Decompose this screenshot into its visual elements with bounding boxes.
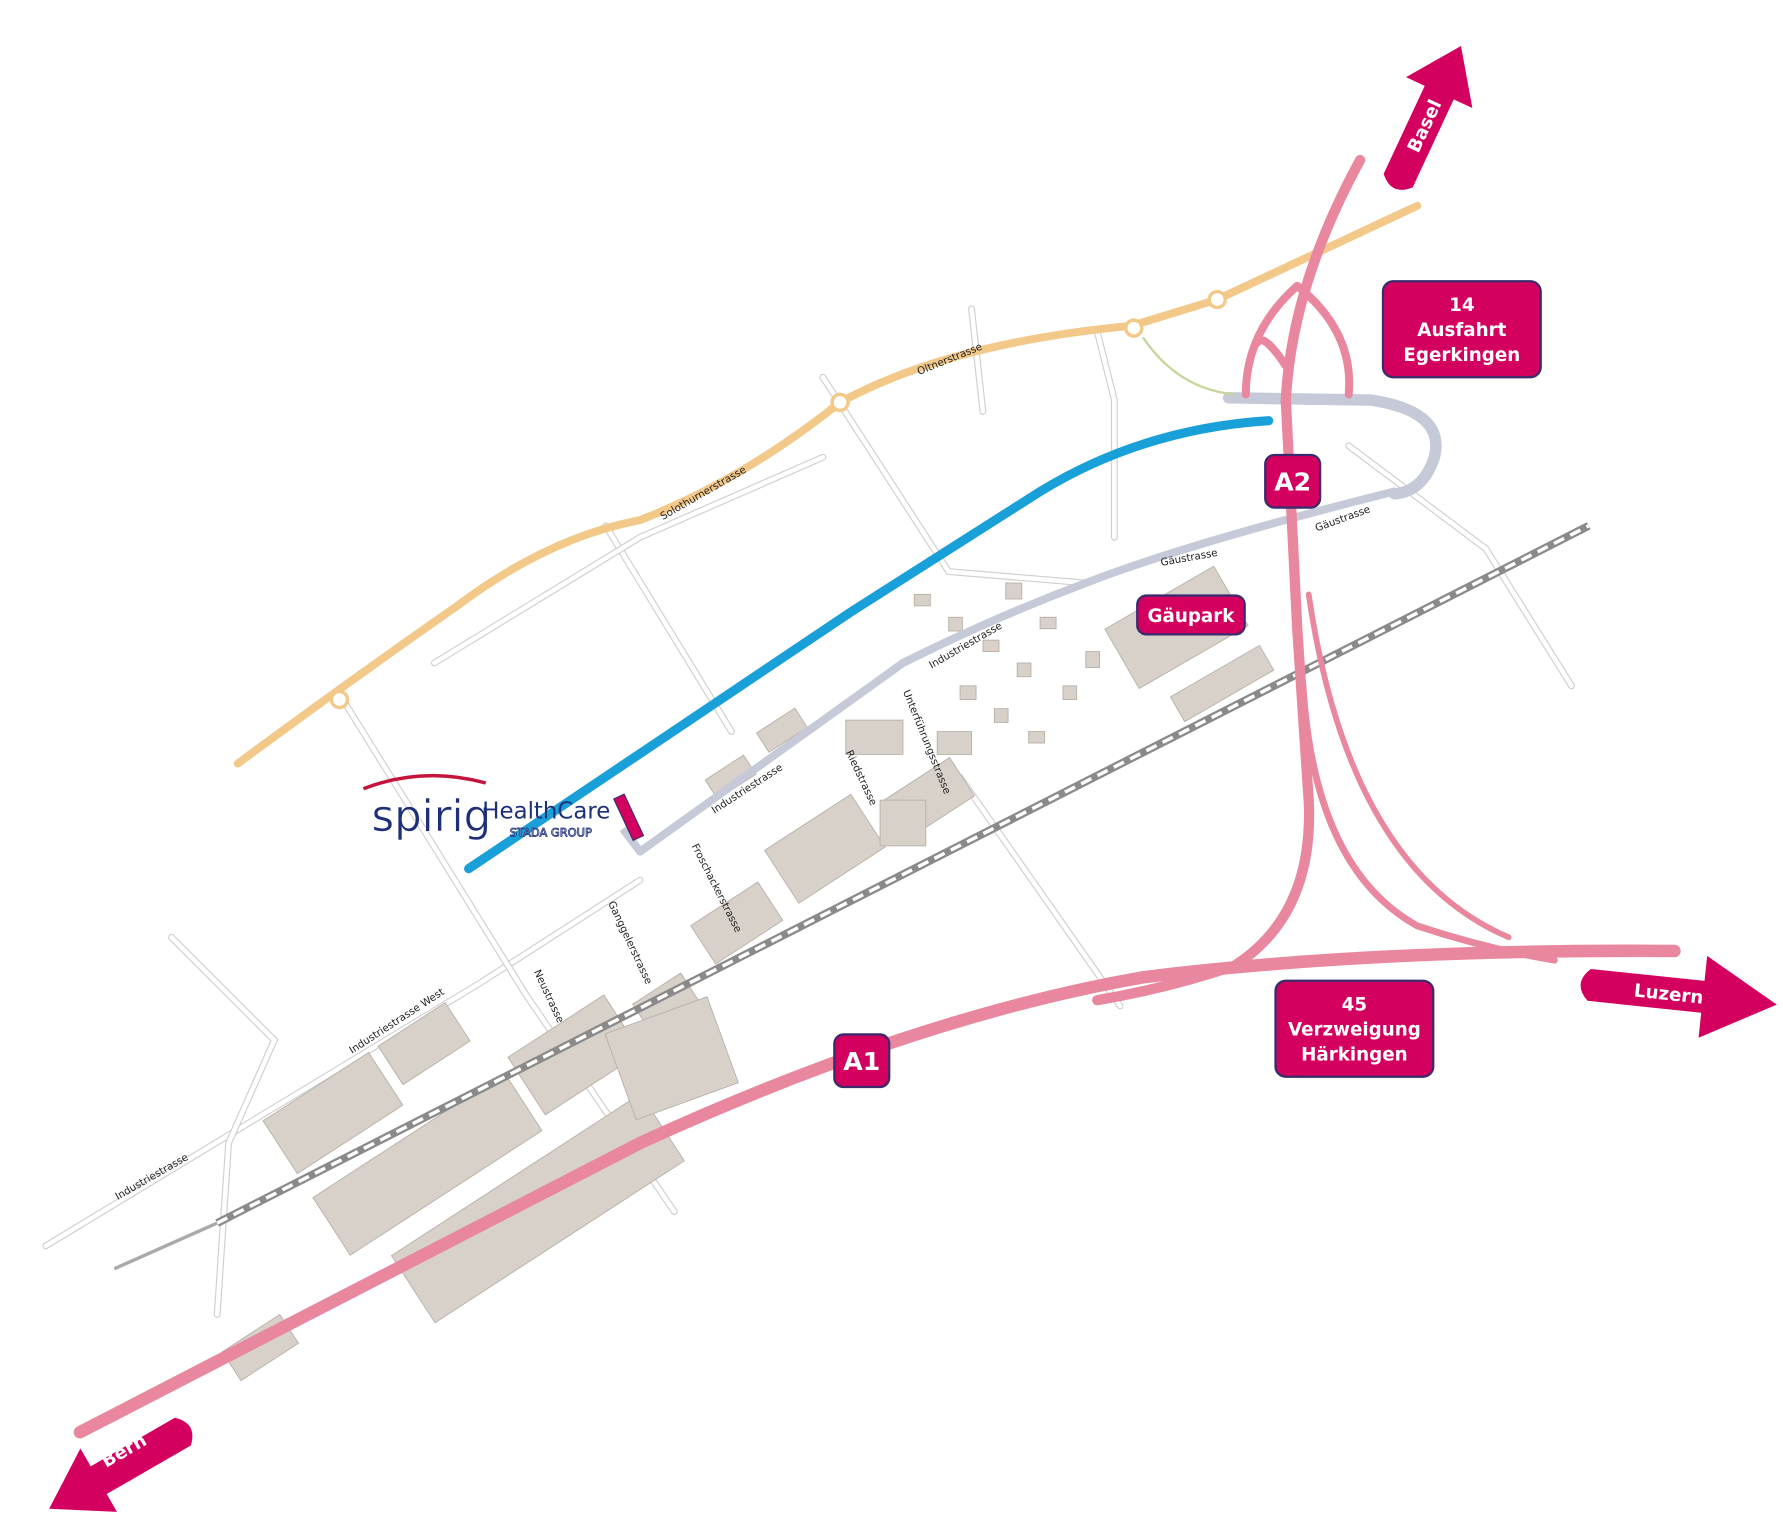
arrow-luzern: Luzern (1580, 955, 1777, 1038)
secondary-roads (619, 336, 1442, 856)
arrow-basel: Basel (1383, 45, 1473, 190)
label-industriestrasse-3: Industriestrasse (113, 1151, 190, 1203)
junction-line1: Verzweigung (1288, 1020, 1421, 1041)
junction-haerkingen-box: 45 Verzweigung Härkingen (1274, 979, 1435, 1078)
a2-shield: A2 (1264, 453, 1322, 509)
blue-route (464, 416, 1274, 874)
highways (73, 154, 1681, 1439)
railway (113, 522, 1591, 1271)
logo-product: HealthCare (482, 798, 610, 824)
logo-brand: spirig (371, 792, 491, 842)
main-road-solothurnerstrasse (233, 201, 1422, 768)
village-buildings (845, 582, 1100, 847)
logo-group: STADA GROUP (510, 826, 592, 840)
exit-egerkingen-box: 14 Ausfahrt Egerkingen (1381, 280, 1542, 379)
gaeupark-box: Gäupark (1136, 594, 1246, 636)
a2-label: A2 (1274, 467, 1311, 496)
exit-line1: Ausfahrt (1417, 320, 1506, 341)
junction-number: 45 (1342, 994, 1367, 1015)
label-neustrasse: Neustrasse (531, 968, 566, 1025)
gaeupark-label: Gäupark (1148, 606, 1236, 627)
exit-number: 14 (1449, 295, 1474, 316)
label-ganggelerstrasse: Ganggelerstrasse (605, 899, 654, 986)
a1-label: A1 (843, 1047, 880, 1076)
exit-line2: Egerkingen (1403, 345, 1520, 366)
local-roads (42, 305, 1575, 1318)
spirig-healthcare-logo: spirig HealthCare STADA GROUP (362, 773, 645, 842)
a1-shield: A1 (833, 1033, 891, 1089)
roundabouts (329, 289, 1227, 710)
junction-line2: Härkingen (1301, 1045, 1408, 1066)
location-marker (613, 793, 645, 842)
